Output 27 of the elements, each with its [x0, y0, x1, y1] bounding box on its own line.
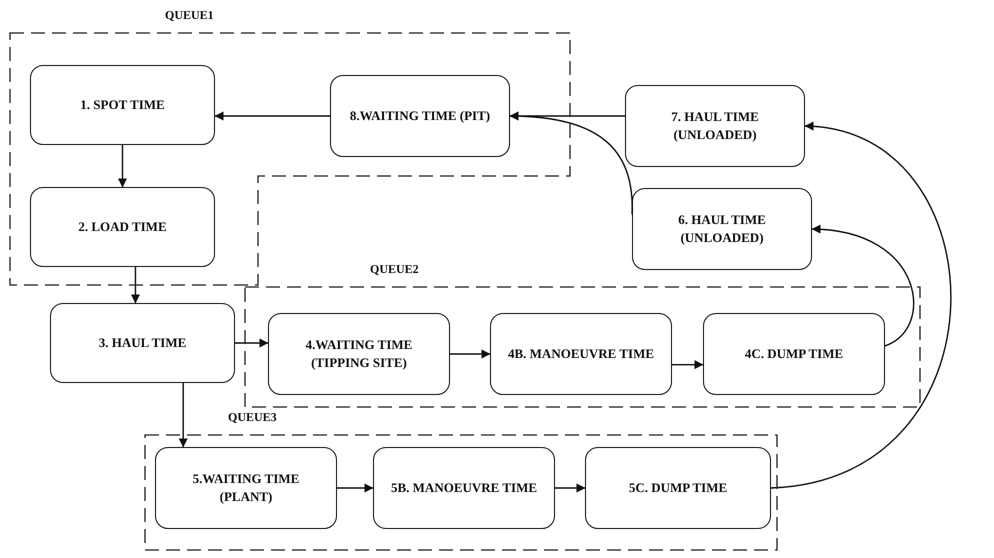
process-box: 4B. MANOEUVRE TIME — [490, 313, 672, 395]
process-box: 8.WAITING TIME (PIT) — [330, 75, 510, 157]
process-box: 2. LOAD TIME — [30, 187, 215, 267]
group-heading: QUEUE3 — [228, 410, 277, 425]
arrow — [555, 484, 586, 492]
arrow — [812, 225, 914, 346]
process-box: 5B. MANOEUVRE TIME — [373, 447, 555, 529]
arrow — [450, 350, 490, 358]
arrow — [672, 360, 704, 370]
process-box: 4C. DUMP TIME — [703, 313, 885, 395]
arrow — [118, 145, 127, 188]
arrow — [178, 383, 188, 448]
group-heading: QUEUE2 — [370, 262, 419, 277]
arrow — [510, 112, 633, 214]
arrow — [130, 267, 140, 304]
process-box: 5.WAITING TIME (PLANT) — [155, 447, 337, 529]
arrow — [770, 122, 952, 489]
arrow — [214, 112, 330, 120]
arrow — [235, 338, 268, 348]
process-box: 5C. DUMP TIME — [585, 447, 771, 529]
process-box: 3. HAUL TIME — [50, 303, 235, 383]
arrow — [337, 484, 374, 492]
process-box: 6. HAUL TIME (UNLOADED) — [632, 188, 812, 270]
process-box: 4.WAITING TIME (TIPPING SITE) — [268, 313, 450, 395]
group-heading: QUEUE1 — [165, 8, 214, 23]
process-box: 1. SPOT TIME — [30, 65, 215, 145]
process-box: 7. HAUL TIME (UNLOADED) — [625, 85, 805, 167]
